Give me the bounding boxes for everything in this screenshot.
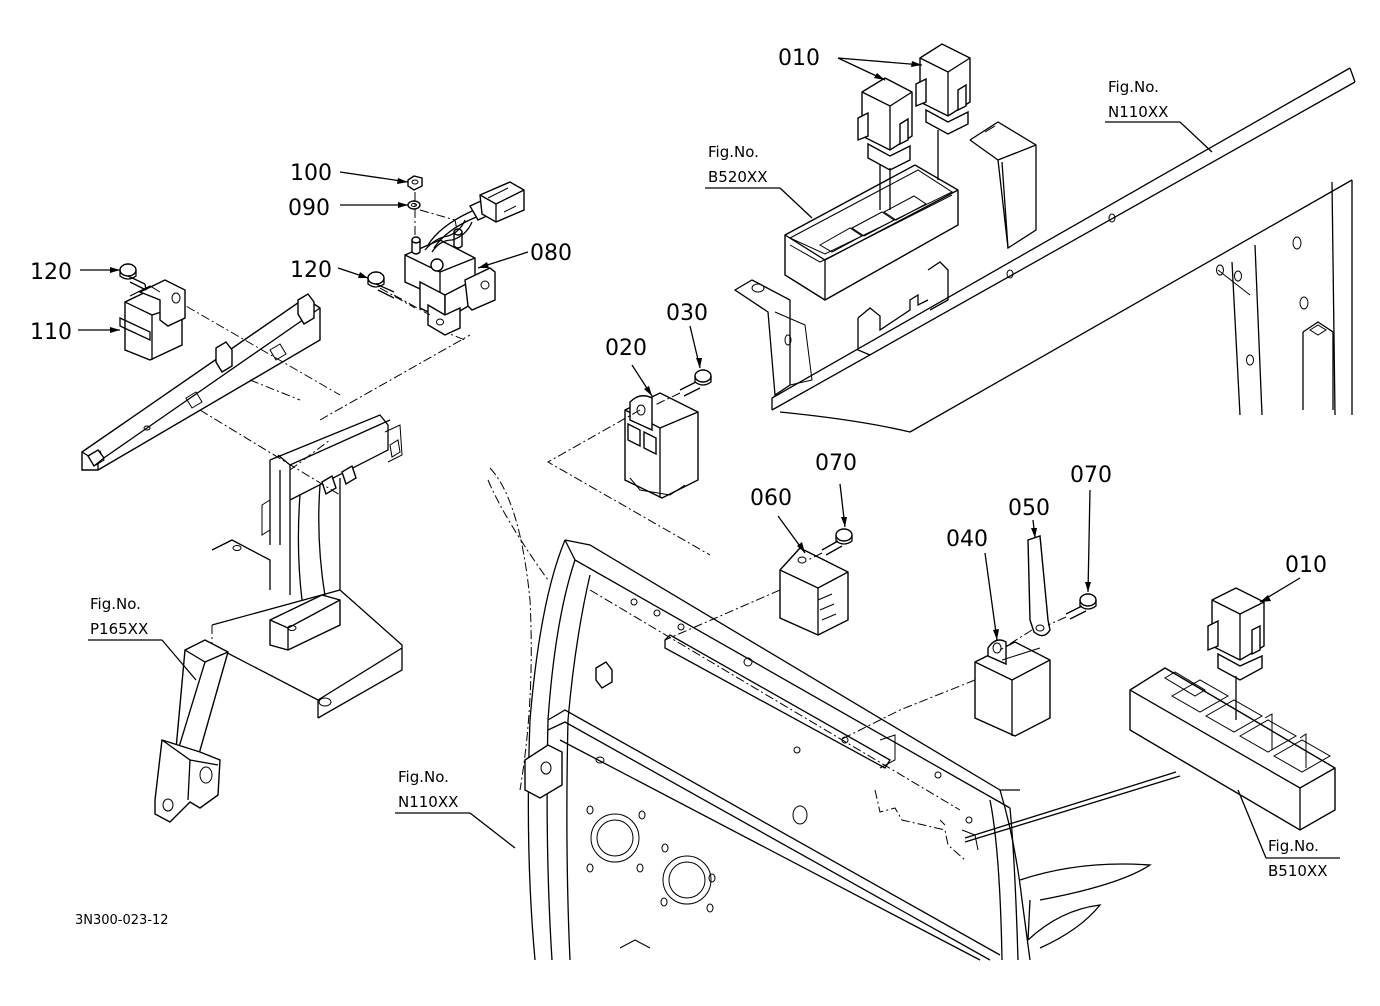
guide-bolt-120 xyxy=(393,294,431,316)
bolt-070-right xyxy=(1065,593,1097,620)
guide-070-right xyxy=(1047,616,1067,626)
guide-lines-left xyxy=(171,287,471,645)
part-labels: 010 010 020 030 040 050 060 070 070 080 … xyxy=(30,46,1327,578)
part-label-070-right: 070 xyxy=(1070,463,1112,488)
fig-ref-n110xx-lower-line1: Fig.No. xyxy=(398,768,449,786)
washer-090 xyxy=(407,200,421,210)
fig-ref-b510xx-line2: B510XX xyxy=(1268,862,1327,880)
part-label-120-left: 120 xyxy=(30,260,72,285)
flasher-unit-060 xyxy=(779,547,849,636)
part-label-070-left: 070 xyxy=(815,451,857,476)
upper-frame-rail xyxy=(733,67,1356,433)
fig-ref-b510xx-line1: Fig.No. xyxy=(1268,837,1319,855)
relay-040 xyxy=(974,639,1051,737)
fig-ref-b520xx-line2: B520XX xyxy=(708,168,767,186)
part-label-020: 020 xyxy=(605,336,647,361)
lower-main-frame xyxy=(487,467,1181,961)
leg-bracket-p165 xyxy=(154,639,229,823)
starter-relay-080 xyxy=(404,181,525,336)
part-label-060: 060 xyxy=(750,486,792,511)
relay-socket-block-upper xyxy=(784,164,959,301)
left-bracket-assembly xyxy=(81,293,403,719)
bolt-120-right xyxy=(367,271,395,299)
guide-060 xyxy=(664,589,781,641)
part-label-110: 110 xyxy=(30,320,72,345)
fig-ref-n110xx-upper-line2: N110XX xyxy=(1108,103,1168,121)
relay-010-lower xyxy=(1207,587,1265,720)
bolt-070-left xyxy=(821,528,853,556)
fig-ref-b520xx-line1: Fig.No. xyxy=(708,143,759,161)
guide-050 xyxy=(999,629,1033,651)
part-label-010-upper: 010 xyxy=(778,46,820,71)
guide-030 xyxy=(654,392,681,406)
bolt-120-left xyxy=(119,263,147,291)
part-label-010-lower: 010 xyxy=(1285,553,1327,578)
fig-ref-p165xx-line2: P165XX xyxy=(90,620,148,638)
bolt-030 xyxy=(679,369,712,397)
fig-ref-n110xx-upper-line1: Fig.No. xyxy=(1108,78,1159,96)
part-label-050: 050 xyxy=(1008,496,1050,521)
guide-020 xyxy=(546,409,711,556)
fig-references: Fig.No. N110XX Fig.No. B520XX Fig.No. P1… xyxy=(90,78,1327,880)
part-label-080: 080 xyxy=(530,241,572,266)
relay-010-upper-right xyxy=(915,43,971,180)
guide-washer xyxy=(419,209,458,231)
relay-020 xyxy=(624,392,699,499)
strap-050 xyxy=(1027,535,1051,637)
relay-socket-block-lower xyxy=(1129,667,1336,831)
leader-lines xyxy=(78,57,1340,859)
nut-100 xyxy=(407,175,423,191)
drawing-code: 3N300-023-12 xyxy=(75,913,169,928)
relay-010-upper-left xyxy=(857,77,913,210)
fig-ref-p165xx-line1: Fig.No. xyxy=(90,595,141,613)
guide-040 xyxy=(839,679,976,741)
fig-ref-n110xx-lower-line2: N110XX xyxy=(398,793,458,811)
part-label-090: 090 xyxy=(288,196,330,221)
part-label-040: 040 xyxy=(946,527,988,552)
guide-070-left xyxy=(807,552,823,561)
relay-110 xyxy=(119,279,186,361)
part-label-030: 030 xyxy=(666,301,708,326)
part-label-100: 100 xyxy=(290,161,332,186)
part-label-120-right: 120 xyxy=(290,258,332,283)
